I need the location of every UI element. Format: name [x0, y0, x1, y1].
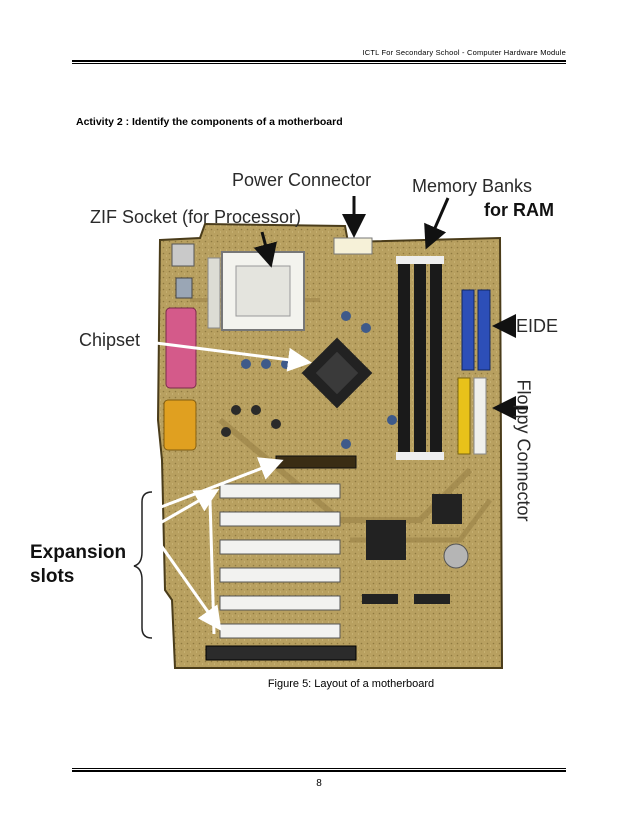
white-arrows: [147, 340, 312, 635]
activity-title: Activity 2 : Identify the components of …: [76, 116, 343, 128]
label-expansion-line1: Expansion: [30, 542, 127, 563]
memory-banks: [396, 256, 444, 460]
label-memory-banks: Memory Banks: [412, 176, 533, 196]
floppy-connector: [457, 377, 487, 455]
eide-connectors: [461, 289, 491, 371]
figure-caption: Figure 5: Layout of a motherboard: [267, 678, 435, 690]
black-arrows: [253, 196, 528, 420]
board-chips: [362, 494, 469, 604]
zif-socket: [207, 251, 305, 331]
expansion-agp-arrow: [147, 457, 284, 514]
label-zif-socket: ZIF Socket (for Processor): [90, 207, 302, 227]
label-floppy-connector: Floppy Connector: [513, 379, 534, 522]
label-for-ram: for RAM: [484, 200, 554, 220]
expansion-pci-arrow: [147, 489, 220, 532]
zif-socket-arrow: [253, 231, 277, 268]
isa-slot: [205, 645, 357, 661]
memory-banks-arrow: [424, 197, 450, 250]
expansion-lower-arrow: [158, 543, 222, 631]
running-header: ICTL For Secondary School - Computer Har…: [362, 48, 566, 57]
page-number: 8: [316, 778, 322, 789]
power-connector: [333, 237, 373, 255]
chipset-arrow: [147, 340, 312, 372]
chipset-chip: [301, 337, 373, 409]
agp-slot: [275, 455, 357, 469]
motherboard-illustration: [133, 196, 528, 669]
expansion-vertical-line: [208, 499, 216, 635]
expansion-slots-bracket: [133, 491, 153, 639]
pci-slots: [219, 483, 341, 639]
footer-rule: [72, 768, 566, 772]
label-power-connector: Power Connector: [232, 170, 372, 190]
label-chipset: Chipset: [79, 330, 141, 350]
header-rule: [72, 60, 566, 64]
capacitors: [221, 311, 397, 449]
motherboard-figure: Power Connector Memory Banks for RAM ZIF…: [30, 170, 559, 669]
label-expansion-line2: slots: [30, 566, 75, 587]
back-panel-ports: [163, 243, 197, 451]
label-eide: EIDE: [516, 316, 559, 336]
